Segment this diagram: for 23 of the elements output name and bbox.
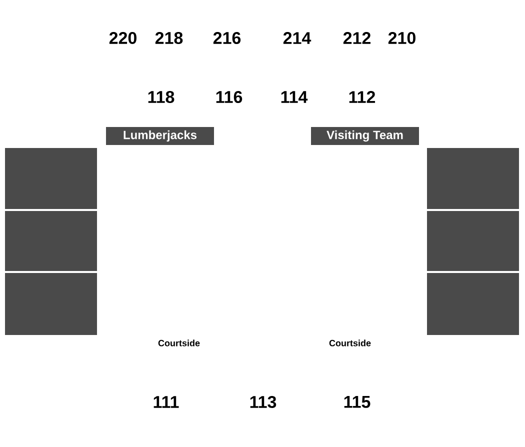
- seating-block: [427, 148, 519, 209]
- section-number: 216: [213, 32, 241, 44]
- seating-block: [5, 211, 97, 271]
- section-number: 112: [349, 91, 376, 103]
- section-number: 214: [283, 32, 312, 44]
- section-number: 218: [155, 32, 183, 44]
- seating-block: [5, 272, 97, 335]
- section-number: 115: [344, 396, 370, 408]
- seating-block: [5, 148, 97, 209]
- team-bench-box: Lumberjacks: [106, 127, 214, 145]
- section-number: 113: [250, 396, 276, 408]
- section-number: 116: [216, 90, 242, 104]
- section-label: Courtside: [329, 340, 371, 346]
- section-number: 220: [109, 32, 136, 44]
- section-label: Courtside: [158, 340, 200, 346]
- seating-block: [427, 211, 519, 271]
- section-number: 111: [154, 396, 179, 408]
- section-number: 118: [148, 90, 174, 104]
- section-number: 210: [388, 32, 416, 44]
- section-number: 212: [343, 32, 370, 44]
- seating-block: [427, 272, 519, 335]
- team-bench-box: Visiting Team: [311, 127, 419, 145]
- section-number: 114: [281, 91, 308, 103]
